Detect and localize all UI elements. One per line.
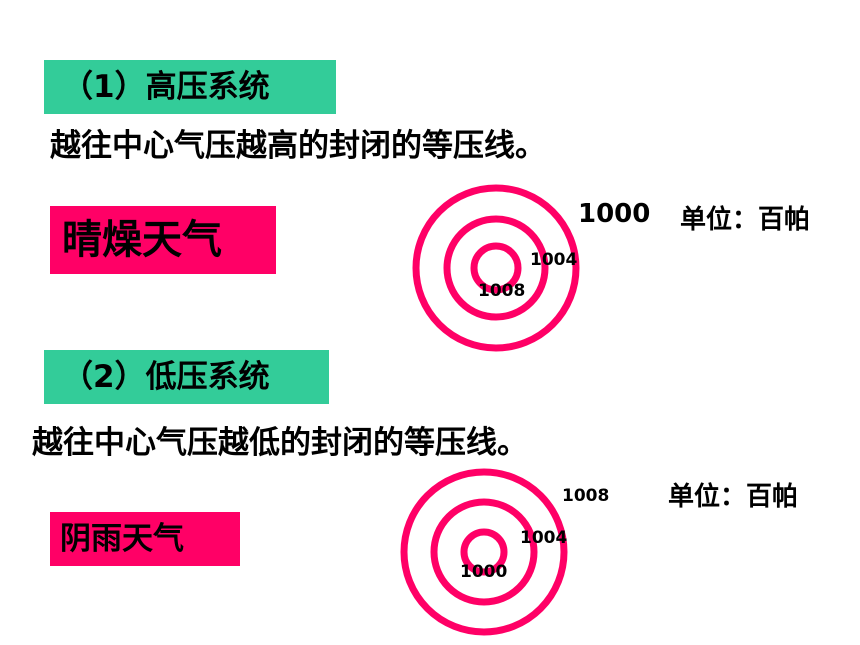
isobar-ring-middle [443,215,549,321]
high-pressure-isobars: 1000 1004 1008 [412,184,650,352]
low-pressure-isobars: 1008 1004 1000 [400,468,609,636]
low-pressure-weather-tag: 阴雨天气 [50,512,240,566]
high-pressure-description: 越往中心气压越高的封闭的等压线。 [50,128,546,164]
isobar-label-inner: 1008 [478,281,525,301]
high-pressure-weather-tag: 晴燥天气 [50,206,276,274]
low-pressure-description: 越往中心气压越低的封闭的等压线。 [32,425,528,461]
low-pressure-unit: 单位：百帕 [668,482,799,512]
isobar-label-outer: 1000 [578,199,650,229]
high-pressure-title: （1）高压系统 [44,60,336,114]
isobar-label-middle: 1004 [530,250,577,270]
isobar-ring-outer [400,468,568,636]
isobar-label-inner: 1000 [460,562,507,582]
low-pressure-title: （2）低压系统 [44,350,329,404]
isobar-ring-inner [470,242,522,294]
isobar-label-middle: 1004 [520,528,567,548]
isobar-label-outer: 1008 [562,486,609,506]
isobar-ring-middle [430,498,538,606]
high-pressure-unit: 单位：百帕 [680,205,811,235]
isobar-ring-inner [460,528,508,576]
isobar-ring-outer [412,184,580,352]
